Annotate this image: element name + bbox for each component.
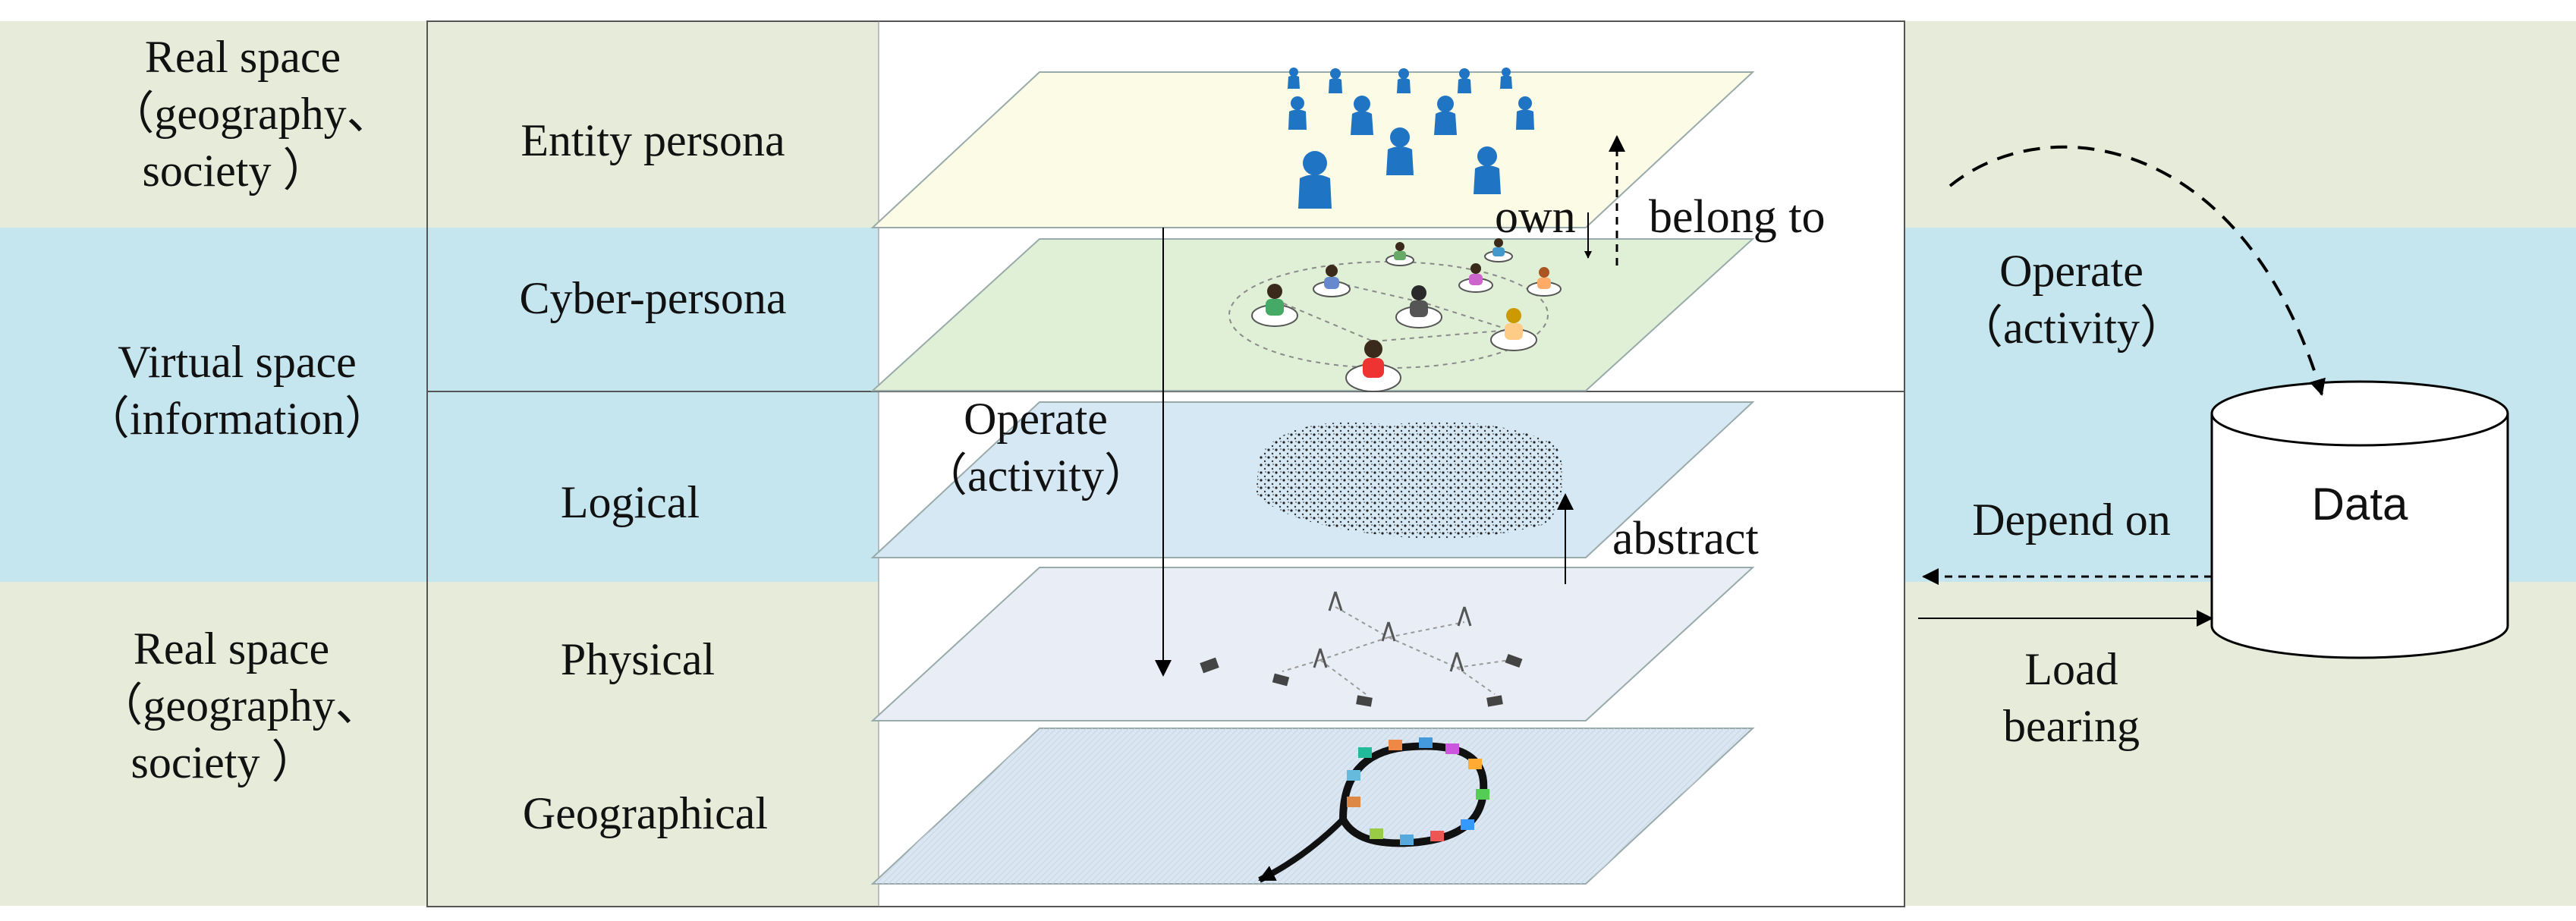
device-icons [1200,653,1523,707]
cyber-persona-plane [870,238,1755,391]
physical-plane [870,567,1755,721]
layer-label-cyber-persona: Cyber-persona [519,273,787,323]
belong-to-label: belong to [1649,191,1826,243]
layer-label-physical: Physical [560,634,716,684]
avatar-icons [1251,238,1562,392]
layer-label-entity-persona: Entity persona [521,115,785,165]
data-cylinder [2210,380,2509,659]
real-space-bottom-label: Real space （geography、 society ） [97,624,381,787]
layer-label-geographical: Geographical [522,788,769,838]
geographical-plane-texture [873,728,1753,884]
ring-items [1347,737,1489,845]
entity-persona-plane [870,71,1755,228]
logical-dot-cloud [1256,421,1564,539]
real-space-top-label: Real space （geography、 society ） [109,32,392,196]
operate-right-label: Operate （activity） [1958,246,2185,353]
tower-icons [1313,591,1472,672]
operate-right-arrow [1949,145,2326,396]
layer-label-logical: Logical [560,477,700,527]
geographic-ring [1339,742,1488,847]
geographic-ring-tail [1258,817,1345,883]
load-bearing-label: Load bearing [2003,644,2140,751]
abstract-label: abstract [1612,513,1759,564]
depend-on-label: Depend on [1972,495,2171,545]
physical-network [1282,606,1511,695]
person-icons [1288,68,1534,209]
data-label: Data [2311,479,2408,530]
virtual-space-label: Virtual space （information） [83,337,391,444]
operate-center-label: Operate （activity） [922,394,1150,501]
own-label: own [1495,191,1576,243]
panel-border [426,20,1905,907]
